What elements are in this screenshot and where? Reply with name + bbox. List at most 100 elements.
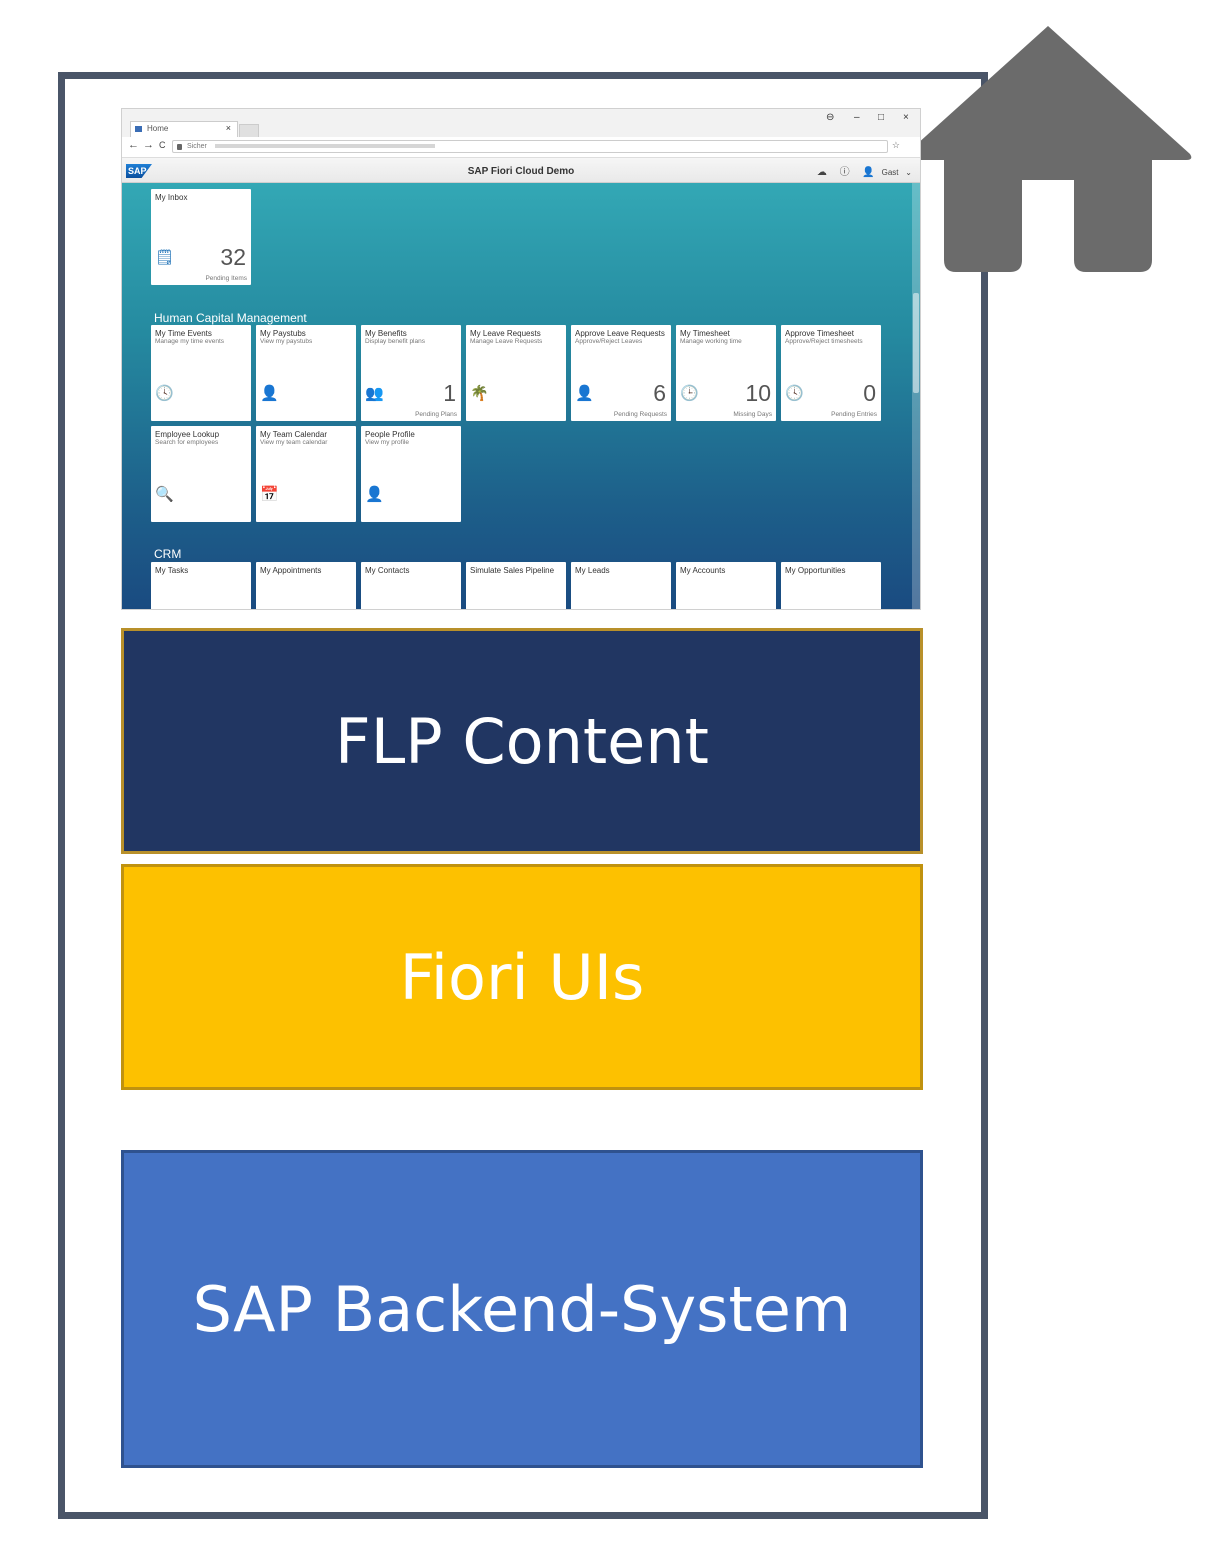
tile-my-tasks[interactable]: My Tasks <box>151 562 251 609</box>
back-button[interactable]: ← <box>128 139 139 151</box>
house-icon <box>904 26 1192 272</box>
tile-my-team-calendar[interactable]: My Team Calendar View my team calendar 📅 <box>256 426 356 522</box>
layer-label: FLP Content <box>335 704 709 778</box>
secure-label: Sicher <box>187 143 207 150</box>
reload-button[interactable]: C <box>159 140 166 150</box>
tile-subtitle: View my team calendar <box>260 439 328 446</box>
tile-title: My Inbox <box>155 193 188 202</box>
tile-title: Simulate Sales Pipeline <box>470 566 555 575</box>
tile-people-profile[interactable]: People Profile View my profile 👤 <box>361 426 461 522</box>
tile-simulate-sales-pipeline[interactable]: Simulate Sales Pipeline <box>466 562 566 609</box>
cloud-icon[interactable]: ☁ <box>816 167 827 178</box>
tile-my-opportunities[interactable]: My Opportunities <box>781 562 881 609</box>
lock-icon <box>177 144 182 150</box>
help-icon[interactable]: ⓘ <box>839 167 850 178</box>
fiori-launchpad-screenshot: Home × ⊖ – □ × ← → C Sicher ☆ SAP SAP Fi… <box>121 108 921 610</box>
browser-tab-bar: Home × ⊖ – □ × <box>122 109 920 138</box>
tile-number: 6 <box>653 380 666 406</box>
tile-subtitle: Manage working time <box>680 338 742 345</box>
timesheet-icon: 🕒 <box>680 385 699 402</box>
new-tab-button[interactable] <box>239 124 259 138</box>
tile-number: 1 <box>443 380 456 406</box>
tile-footer: Pending Items <box>205 275 247 282</box>
maximize-button[interactable]: □ <box>878 112 885 123</box>
tile-title: My Team Calendar <box>260 430 327 439</box>
tile-footer: Pending Plans <box>415 411 457 418</box>
launchpad-content: My Inbox 🗒 32 Pending Items Human Capita… <box>122 183 920 609</box>
leave-request-icon: 🌴 <box>470 385 489 402</box>
user-icon[interactable]: 👤 <box>862 167 875 178</box>
layer-sap-backend: SAP Backend-System <box>121 1150 923 1468</box>
tile-footer: Missing Days <box>733 411 772 418</box>
tile-title: My Contacts <box>365 566 410 575</box>
address-bar: ← → C Sicher ☆ <box>122 137 920 158</box>
profile-icon: 👤 <box>365 486 384 503</box>
tile-footer: Pending Requests <box>613 411 667 418</box>
tile-my-contacts[interactable]: My Contacts <box>361 562 461 609</box>
scrollbar-thumb[interactable] <box>913 293 919 393</box>
chevron-down-icon[interactable]: ⌄ <box>905 168 912 177</box>
approve-icon: 👤 <box>575 385 594 402</box>
tab-close-icon[interactable]: × <box>225 123 231 133</box>
minimize-button[interactable]: – <box>854 112 860 123</box>
employee-search-icon: 🔍 <box>155 486 174 503</box>
shell-title: SAP Fiori Cloud Demo <box>467 166 575 177</box>
tile-number: 32 <box>220 244 246 270</box>
calendar-icon: 📅 <box>260 486 279 503</box>
tile-title: My Paystubs <box>260 329 306 338</box>
tile-my-leads[interactable]: My Leads <box>571 562 671 609</box>
tab-label: Home <box>147 124 169 133</box>
tile-title: Approve Timesheet <box>785 329 854 338</box>
tile-title: My Time Events <box>155 329 212 338</box>
paystub-icon: 👤 <box>260 385 279 402</box>
layer-fiori-uis: Fiori UIs <box>121 864 923 1090</box>
group-title-crm: CRM <box>154 547 182 561</box>
tile-approve-leave-requests[interactable]: Approve Leave Requests Approve/Reject Le… <box>571 325 671 421</box>
tile-my-inbox[interactable]: My Inbox 🗒 32 Pending Items <box>151 189 251 285</box>
layer-flp-content: FLP Content <box>121 628 923 854</box>
account-icon[interactable]: ⊖ <box>826 112 835 123</box>
layer-label: Fiori UIs <box>399 940 645 1014</box>
forward-button[interactable]: → <box>143 139 154 151</box>
tile-number: 10 <box>745 380 771 406</box>
tile-subtitle: Search for employees <box>155 439 219 446</box>
tile-subtitle: Manage my time events <box>155 338 225 345</box>
tile-my-timesheet[interactable]: My Timesheet Manage working time 🕒 10 Mi… <box>676 325 776 421</box>
tile-title: Approve Leave Requests <box>575 329 665 338</box>
group-title-hcm: Human Capital Management <box>154 311 307 325</box>
tile-title: My Leave Requests <box>470 329 541 338</box>
tile-title: My Opportunities <box>785 566 846 575</box>
tile-my-benefits[interactable]: My Benefits Display benefit plans 👥 1 Pe… <box>361 325 461 421</box>
bookmark-star-icon[interactable]: ☆ <box>891 140 900 150</box>
url-text-blurred <box>214 144 435 149</box>
close-window-button[interactable]: × <box>903 112 909 123</box>
shell-actions: ☁ ⓘ 👤 Gast ⌄ <box>807 163 912 178</box>
tile-employee-lookup[interactable]: Employee Lookup Search for employees 🔍 <box>151 426 251 522</box>
tile-title: My Benefits <box>365 329 407 338</box>
tile-title: My Appointments <box>260 566 322 575</box>
tile-title: My Leads <box>575 566 610 575</box>
scrollbar[interactable] <box>912 183 920 609</box>
tab-favicon-icon <box>135 126 142 132</box>
tile-my-time-events[interactable]: My Time Events Manage my time events 🕓 <box>151 325 251 421</box>
tile-title: Employee Lookup <box>155 430 220 439</box>
tile-title: My Timesheet <box>680 329 730 338</box>
tile-my-leave-requests[interactable]: My Leave Requests Manage Leave Requests … <box>466 325 566 421</box>
tile-subtitle: Approve/Reject Leaves <box>575 338 643 345</box>
approve-timesheet-icon: 🕓 <box>785 385 804 402</box>
tile-my-paystubs[interactable]: My Paystubs View my paystubs 👤 <box>256 325 356 421</box>
tile-title: People Profile <box>365 430 415 439</box>
tile-my-appointments[interactable]: My Appointments <box>256 562 356 609</box>
layer-label: SAP Backend-System <box>192 1272 852 1346</box>
tile-my-accounts[interactable]: My Accounts <box>676 562 776 609</box>
fiori-shell-bar: SAP SAP Fiori Cloud Demo ☁ ⓘ 👤 Gast ⌄ <box>122 158 920 183</box>
tile-subtitle: Manage Leave Requests <box>470 338 543 345</box>
browser-tab[interactable]: Home × <box>130 121 238 137</box>
url-input[interactable]: Sicher <box>172 140 888 153</box>
tile-approve-timesheet[interactable]: Approve Timesheet Approve/Reject timeshe… <box>781 325 881 421</box>
tile-subtitle: Display benefit plans <box>365 338 425 345</box>
tile-number: 0 <box>863 380 876 406</box>
tile-subtitle: View my paystubs <box>260 338 313 345</box>
inbox-icon: 🗒 <box>155 249 175 266</box>
user-name[interactable]: Gast <box>881 168 899 177</box>
